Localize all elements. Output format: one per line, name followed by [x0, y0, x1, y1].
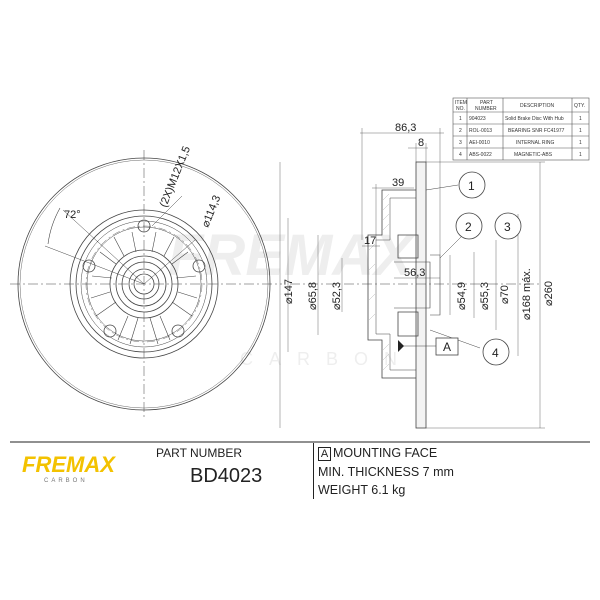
row3-item: 3	[459, 140, 462, 146]
row1-qty: 1	[579, 116, 582, 122]
row4-item: 4	[459, 152, 462, 158]
dim-65-8: ⌀65,8	[307, 282, 319, 310]
th-desc: DESCRIPTION	[520, 103, 555, 109]
brand-logo: FREMAX	[22, 452, 115, 477]
section-view	[279, 128, 545, 429]
dim-17: 17	[364, 235, 376, 247]
datum-a: A	[443, 340, 451, 354]
dim-168: ⌀168 máx.	[521, 268, 533, 320]
brand-sub: CARBON	[44, 478, 88, 484]
th-part: PART	[480, 100, 493, 106]
part-number: BD4023	[190, 465, 263, 487]
bolt-holes	[82, 219, 206, 338]
dim-86-3: 86,3	[395, 122, 416, 134]
mounting-face-note: MOUNTING FACE	[333, 446, 438, 460]
parts-table	[452, 97, 590, 161]
dim-39: 39	[392, 177, 404, 189]
datum-box: A	[318, 447, 331, 461]
row1-desc: Solid Brake Disc With Hub	[505, 116, 564, 122]
dim-54-9: ⌀54,9	[456, 282, 468, 310]
dim-70: ⌀70	[499, 285, 511, 304]
hub-ribs	[90, 231, 198, 345]
row2-qty: 1	[579, 128, 582, 134]
row4-qty: 1	[579, 152, 582, 158]
part-number-label: PART NUMBER	[156, 446, 243, 460]
th-qty: QTY.	[574, 103, 585, 109]
weight-note: WEIGHT 6.1 kg	[318, 483, 406, 497]
th-item: ITEM	[455, 100, 467, 106]
balloon-3: 3	[504, 220, 511, 234]
front-view	[10, 150, 282, 420]
balloon-4: 4	[492, 346, 499, 360]
datum-triangle	[398, 340, 404, 352]
dim-8: 8	[418, 137, 424, 149]
row3-qty: 1	[579, 140, 582, 146]
row4-desc: MAGNETIC-ABS	[514, 152, 553, 158]
row1-item: 1	[459, 116, 462, 122]
row3-part: AEI-0010	[469, 140, 490, 146]
row2-desc: BEARING SNR FC41977	[508, 128, 565, 134]
watermark-brand: FREMAX	[168, 223, 416, 288]
watermark-sub: CARBON	[240, 349, 413, 369]
dim-260: ⌀260	[543, 281, 555, 306]
footer-divider	[313, 443, 314, 499]
row2-item: 2	[459, 128, 462, 134]
row3-desc: INTERNAL RING	[516, 140, 555, 146]
balloons	[435, 171, 522, 366]
dim-52-3: ⌀52,3	[331, 282, 343, 310]
dim-55-3: ⌀55,3	[479, 282, 491, 310]
svg-text:NUMBER: NUMBER	[475, 106, 497, 112]
watermark: FREMAX CARBON	[168, 223, 416, 369]
parts-table-text: ITEM NO. PART NUMBER DESCRIPTION QTY. 1 …	[455, 100, 585, 158]
row4-part: ABS-0022	[469, 152, 492, 158]
angle-label: 72°	[64, 209, 81, 221]
row1-part: 904023	[469, 116, 486, 122]
min-thickness-note: MIN. THICKNESS 7 mm	[318, 465, 454, 479]
dim-56-3: 56,3	[404, 267, 425, 279]
balloon-1: 1	[468, 179, 475, 193]
bolt-spec: (2X)M12X1,5	[158, 145, 193, 210]
svg-text:NO.: NO.	[456, 106, 465, 112]
row2-part: ROL-0013	[469, 128, 492, 134]
dim-147: ⌀147	[283, 279, 295, 304]
balloon-2: 2	[465, 220, 472, 234]
